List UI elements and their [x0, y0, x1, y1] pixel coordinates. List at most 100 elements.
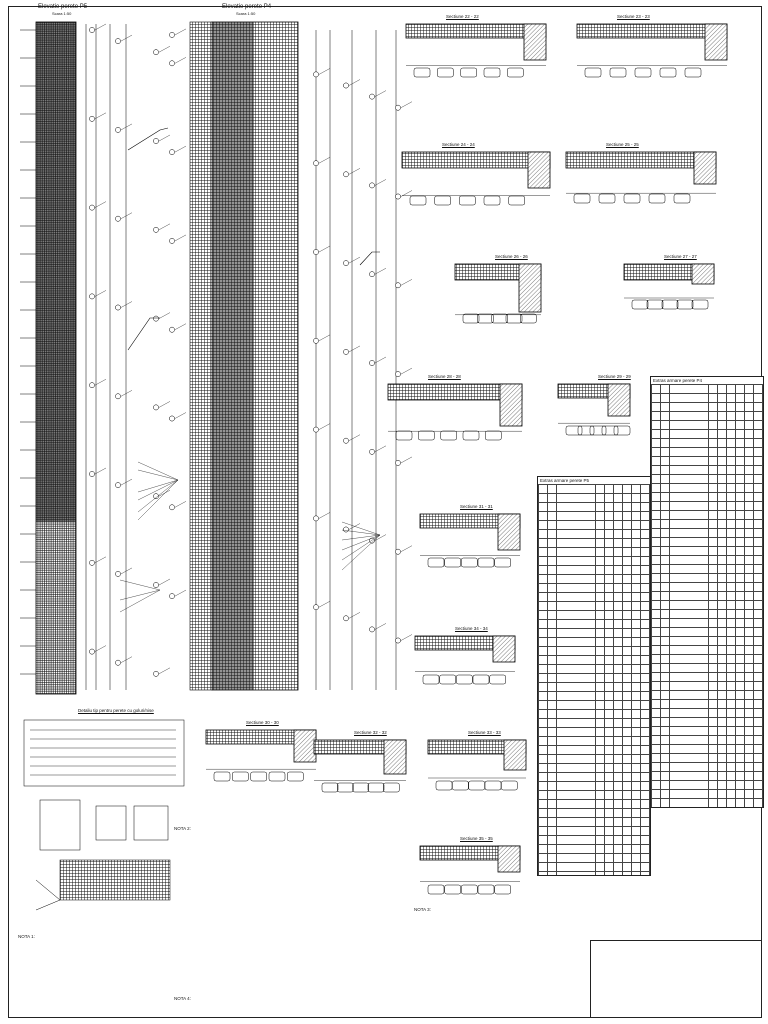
schedule-cell [556, 808, 596, 818]
schedule-cell [660, 447, 670, 457]
schedule-cell [651, 753, 661, 763]
schedule-cell [660, 456, 670, 466]
schedule-cell [744, 717, 754, 727]
schedule-cell [660, 537, 670, 547]
rebar-mark [153, 138, 159, 144]
schedule-cell [717, 501, 727, 511]
schedule-cell [753, 663, 763, 673]
schedule-cell [735, 735, 745, 745]
schedule-cell [595, 673, 605, 683]
schedule-row [538, 844, 650, 854]
schedule-cell [595, 601, 605, 611]
schedule-cell [744, 672, 754, 682]
schedule-cell [651, 555, 661, 565]
schedule-cell [735, 519, 745, 529]
schedule-cell [622, 556, 632, 566]
schedule-cell [631, 781, 641, 791]
stirrup-shape [213, 771, 231, 782]
schedule-cell [556, 484, 596, 494]
schedule-cell [622, 736, 632, 746]
rebar-mark [343, 171, 349, 178]
schedule-cell [744, 600, 754, 610]
schedule-cell [726, 447, 736, 457]
schedule-cell [622, 691, 632, 701]
rebar-leader [119, 589, 161, 601]
schedule-cell [538, 556, 548, 566]
schedule-cell [753, 780, 763, 790]
schedule-cell [735, 762, 745, 772]
schedule-cell [604, 754, 614, 764]
schedule-row [651, 582, 763, 592]
schedule-cell [622, 601, 632, 611]
schedule-cell [669, 735, 709, 745]
schedule-cell [556, 700, 596, 710]
schedule-cell [744, 438, 754, 448]
stirrup-shape [435, 780, 453, 791]
schedule-cell [547, 673, 557, 683]
rebar-leader [158, 401, 171, 408]
section-wall-web [383, 739, 407, 775]
schedule-cell [735, 789, 745, 799]
schedule-cell [622, 835, 632, 845]
schedule-cell [651, 762, 661, 772]
schedule-cell [744, 627, 754, 637]
schedule-cell [604, 583, 614, 593]
schedule-cell [556, 799, 596, 809]
schedule-row [538, 538, 650, 548]
bent-bar [359, 251, 380, 266]
schedule-cell [669, 681, 709, 691]
schedule-row [651, 726, 763, 736]
schedule-p5-title: Extras armare perete P5 [540, 478, 590, 483]
schedule-cell [556, 637, 596, 647]
schedule-cell [556, 790, 596, 800]
rebar-mark [313, 160, 319, 167]
schedule-cell [651, 393, 661, 403]
schedule-row [538, 628, 650, 638]
schedule-cell [547, 583, 557, 593]
rebar-leader [348, 256, 361, 264]
schedule-cell [669, 717, 709, 727]
wall-section [576, 23, 728, 78]
schedule-cell [595, 763, 605, 773]
schedule-cell [538, 799, 548, 809]
schedule-cell [669, 510, 709, 520]
schedule-cell [735, 582, 745, 592]
schedule-row [538, 529, 650, 539]
schedule-cell [717, 762, 727, 772]
schedule-cell [631, 763, 641, 773]
rebar-mark [169, 326, 175, 333]
schedule-cell [595, 493, 605, 503]
schedule-cell [538, 862, 548, 872]
schedule-cell [631, 826, 641, 836]
schedule-row [651, 573, 763, 583]
schedule-cell [640, 853, 650, 863]
wall-section [405, 23, 547, 78]
rebar-mark [115, 571, 121, 577]
schedule-cell [631, 718, 641, 728]
schedule-cell [613, 673, 623, 683]
schedule-row [651, 564, 763, 574]
schedule-cell [538, 583, 548, 593]
schedule-cell [753, 762, 763, 772]
schedule-cell [708, 663, 718, 673]
schedule-cell [604, 835, 614, 845]
schedule-cell [726, 636, 736, 646]
schedule-cell [709, 808, 718, 809]
section-wall-web [693, 151, 717, 185]
schedule-cell [660, 420, 670, 430]
schedule-cell [613, 835, 623, 845]
schedule-cell [556, 565, 596, 575]
schedule-cell [669, 609, 709, 619]
schedule-cell [640, 664, 650, 674]
schedule-cell [651, 582, 661, 592]
schedule-cell [595, 502, 605, 512]
schedule-cell [631, 655, 641, 665]
schedule-cell [604, 682, 614, 692]
schedule-cell [622, 484, 632, 494]
stirrup-shape [250, 771, 267, 782]
section-title: Sectiune 27 - 27 [664, 254, 697, 259]
schedule-cell [651, 438, 661, 448]
schedule-cell [556, 817, 596, 827]
section-wall-web [503, 739, 527, 771]
rebar-mark [89, 204, 95, 211]
